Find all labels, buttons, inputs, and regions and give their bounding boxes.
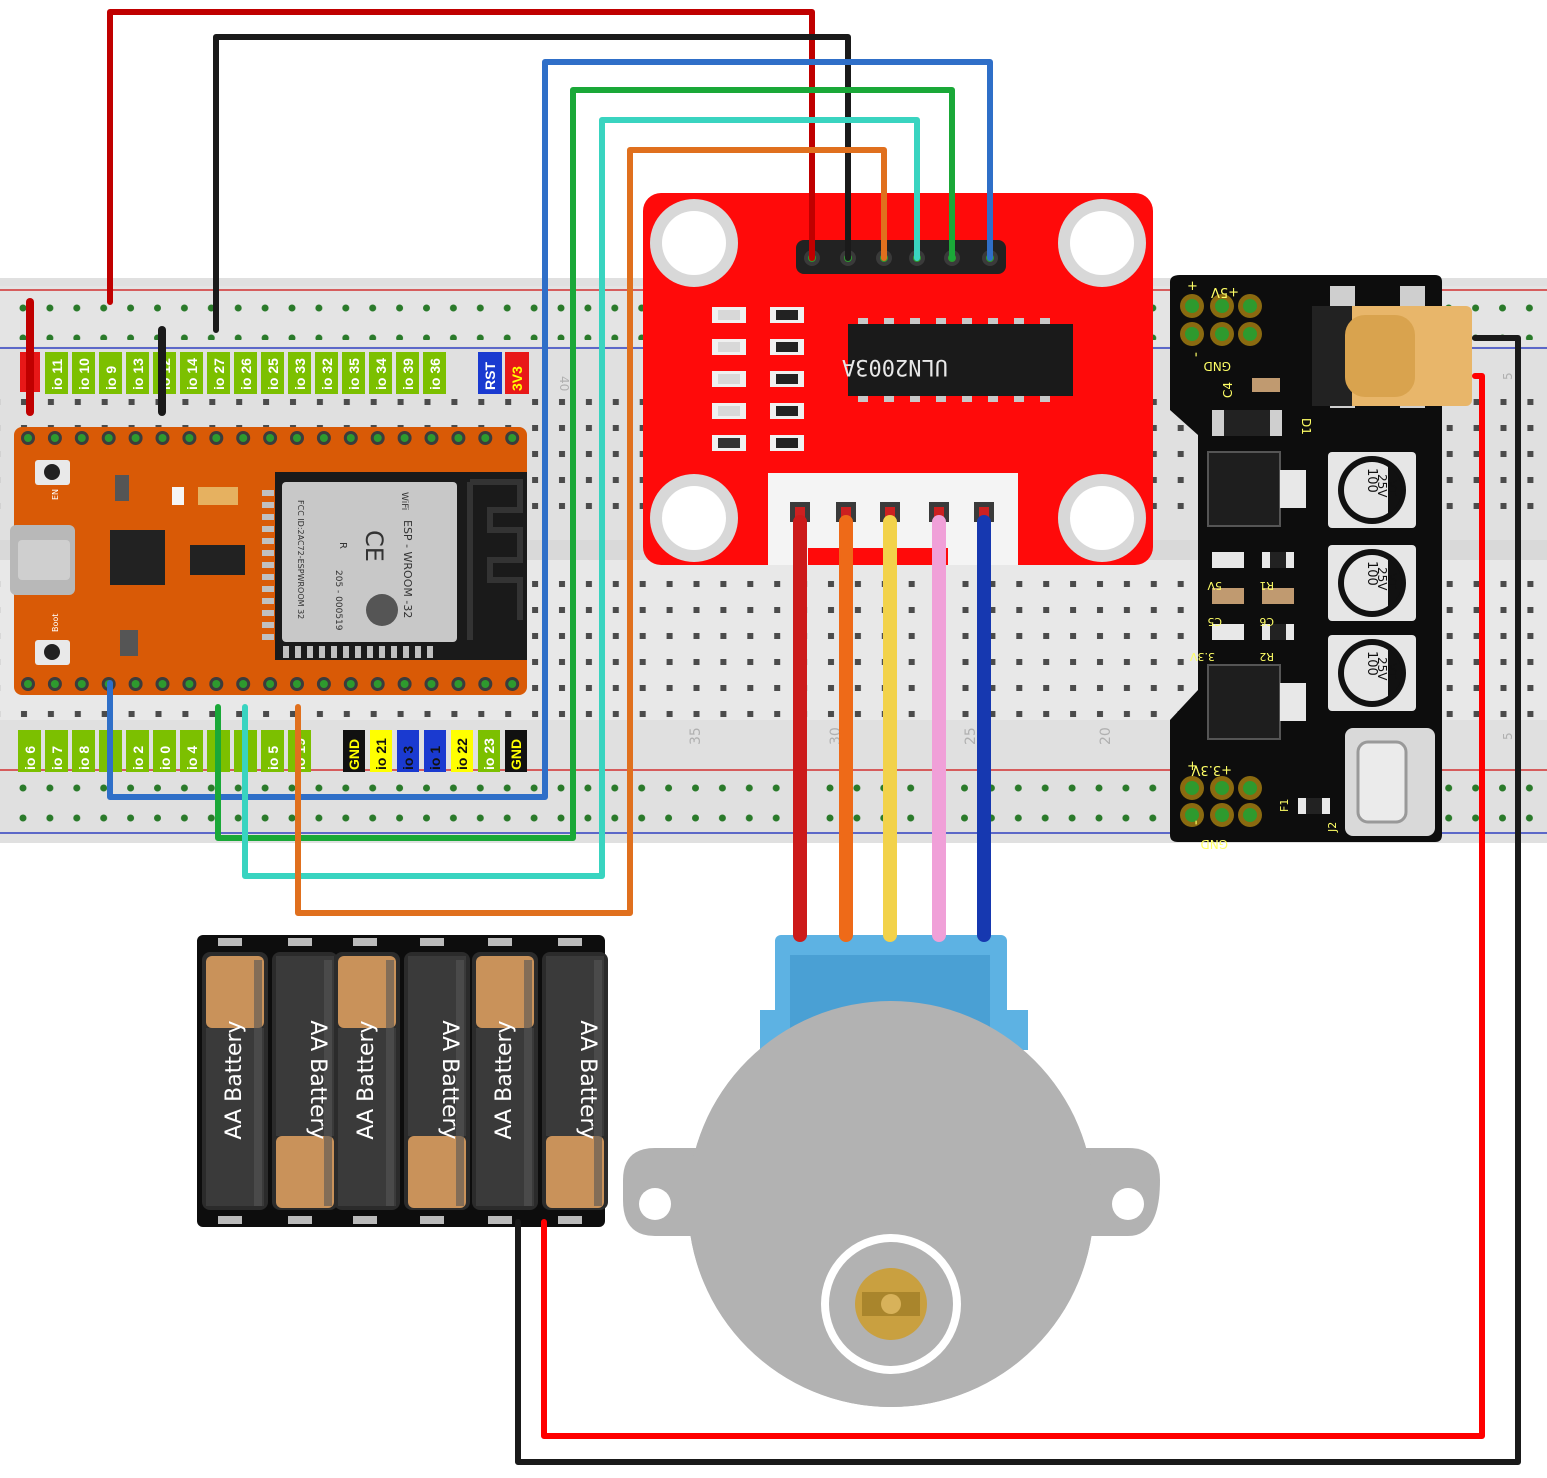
pin-label-gnd2: GND: [508, 739, 524, 770]
battery-label-4: AA Battery: [492, 1020, 517, 1139]
pin-label-top-12: io 34: [373, 358, 389, 390]
svg-text:25V: 25V: [1375, 657, 1389, 681]
svg-text:25V: 25V: [1375, 567, 1389, 591]
battery-label-0: AA Battery: [222, 1020, 247, 1139]
pin-label-top-11: io 35: [346, 358, 362, 390]
pin-label-top-0: io 11: [49, 359, 65, 390]
pin-label-top-8: io 25: [265, 358, 281, 390]
battery-label-1: AA Battery: [305, 1020, 330, 1139]
pin-label-top-1: io 10: [76, 358, 92, 390]
pin-label-rst: RST: [482, 362, 498, 390]
power-c5-label: C5: [1207, 615, 1222, 628]
module-fcc: FCC ID:2AC72-ESPWROOM 32: [296, 500, 305, 619]
pin-label-io23: io 23: [481, 738, 497, 770]
wires: [26, 9, 1521, 1465]
stepper-motor: [623, 935, 1160, 1407]
uln2003-chip: [848, 324, 1073, 396]
pin-label-gnd1: GND: [346, 739, 362, 770]
pin-label-bottom-5: io 0: [157, 746, 173, 770]
wire-orange-in1: [295, 147, 887, 916]
power-plus33v-label: +3.3V: [1191, 762, 1232, 777]
power-c6-label: C6: [1259, 615, 1274, 628]
power-r2-label: R2: [1259, 650, 1274, 663]
pin-label-io1: io 1: [427, 746, 443, 770]
uln2003-chip-label: ULN2003A: [842, 354, 948, 379]
pin-label-bottom-1: io 7: [49, 746, 65, 770]
breadboard-mark-40: 40: [557, 376, 571, 391]
boot-button-label: Boot: [51, 614, 60, 632]
svg-text:VT: VT: [1385, 663, 1399, 679]
power-d1-label: D1: [1299, 418, 1313, 435]
module-wifi: WiFi: [399, 492, 409, 510]
power-j2-label: J2: [1326, 822, 1339, 833]
pin-label-top-6: io 27: [211, 358, 227, 390]
breadboard-mark-35: 35: [688, 727, 704, 745]
battery-label-2: AA Battery: [354, 1020, 379, 1139]
uln-input-header: [796, 240, 1006, 274]
pin-label-bottom-0: io 6: [22, 746, 38, 770]
power-minus-top: -: [1188, 352, 1204, 357]
module-ce-mark: CE: [360, 530, 388, 562]
pin-label-top-2: io 9: [103, 366, 119, 390]
battery-pack: AA Battery AA Battery AA Battery AA Battery…: [197, 935, 608, 1227]
pin-label-bottom-6: io 4: [184, 746, 200, 770]
uln2003-driver-board: ULN2003A: [643, 193, 1153, 565]
pin-label-io21: io 21: [373, 738, 389, 770]
svg-text:VT: VT: [1385, 480, 1399, 496]
pin-label-io3: io 3: [400, 746, 416, 770]
esp32-board: EN Boot ESP - WROOM -32 FCC ID:2AC72-ESP…: [10, 427, 527, 695]
usb-uart-chip: [110, 530, 165, 585]
power-c4-label: C4: [1221, 382, 1235, 398]
pin-label-3v3: 3V3: [509, 366, 525, 391]
battery-label-3: AA Battery: [437, 1020, 462, 1139]
pin-label-top-9: io 33: [292, 358, 308, 390]
power-plus-top: +: [1187, 279, 1198, 294]
pin-label-top-5: io 14: [184, 358, 200, 390]
wire-red-vcc: [107, 9, 815, 305]
breadboard-mark-5b: 5: [1501, 732, 1515, 740]
power-f1-label: F1: [1278, 799, 1291, 812]
power-plus-bottom: +: [1187, 759, 1198, 774]
power-minus-bottom: -: [1188, 820, 1204, 825]
power-v5-label: 5V: [1207, 579, 1222, 592]
svg-text:100: 100: [1364, 561, 1379, 586]
breadboard-mark-25: 25: [963, 727, 979, 745]
en-button-label: EN: [51, 489, 60, 500]
power-gnd-bottom: GND: [1200, 837, 1228, 851]
pin-label-top-3: io 13: [130, 358, 146, 390]
power-v33-label: 3.3V: [1190, 650, 1215, 663]
breadboard-mark-20: 20: [1098, 727, 1114, 745]
pin-label-io22: io 22: [454, 738, 470, 770]
regulator-chip: [190, 545, 245, 575]
pin-label-top-13: io 39: [400, 358, 416, 390]
breadboard-mark-5a: 5: [1501, 372, 1515, 380]
wire-battery-black: [515, 335, 1521, 1465]
battery-label-5: AA Battery: [575, 1020, 600, 1139]
pin-label-bottom-2: io 8: [76, 746, 92, 770]
power-r1-label: R1: [1259, 579, 1274, 592]
pin-label-top-14: io 36: [427, 358, 443, 390]
pin-label-bottom-4: io 2: [130, 746, 146, 770]
wire-green-in3: [215, 87, 955, 841]
wire-battery-red: [541, 373, 1485, 1439]
wire-cyan-in2: [242, 117, 920, 879]
power-plus5v-label: +5V: [1211, 284, 1239, 299]
module-cert: 205 - 000519: [333, 570, 343, 631]
pin-label-bottom-9: io 5: [265, 746, 281, 770]
svg-text:100: 100: [1364, 651, 1379, 676]
module-r-mark: R: [337, 542, 348, 549]
svg-text:100: 100: [1364, 468, 1379, 493]
power-supply-module: +5V + - GND +3.3V + - GND C4 D1 5V R1 C5…: [1170, 275, 1472, 851]
power-gnd-top: GND: [1203, 359, 1231, 373]
svg-text:25V: 25V: [1375, 474, 1389, 498]
pin-label-top-10: io 32: [319, 358, 335, 390]
pin-label-top-7: io 26: [238, 358, 254, 390]
wire-blue-in4: [107, 59, 993, 800]
module-name: ESP - WROOM -32: [401, 520, 414, 618]
svg-text:VT: VT: [1385, 573, 1399, 589]
certification-logo: [366, 594, 398, 626]
